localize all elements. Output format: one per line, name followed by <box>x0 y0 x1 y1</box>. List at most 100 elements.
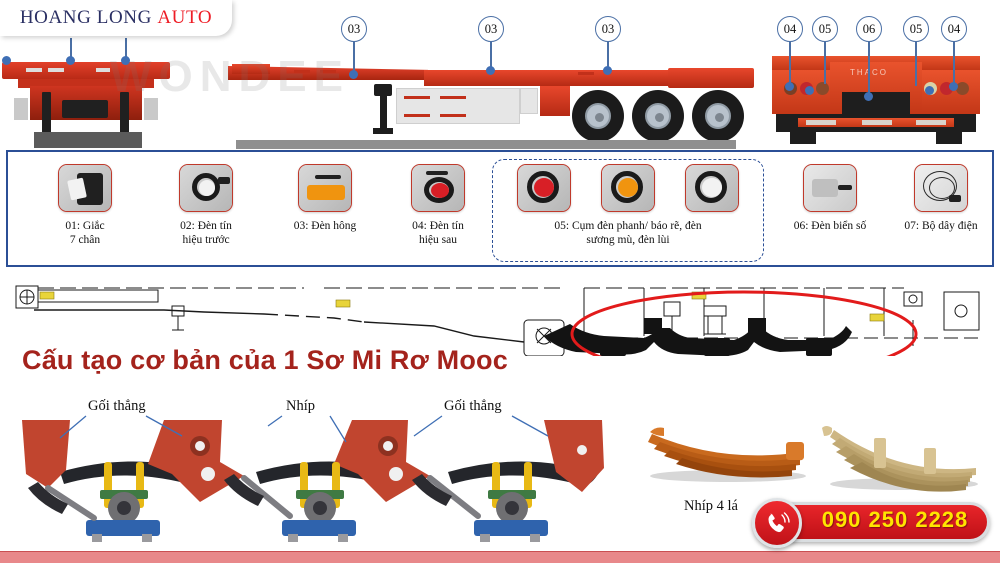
front-pad-right <box>144 98 158 120</box>
trailer-plug-icon <box>58 164 112 212</box>
cad-suspension-assembly <box>544 318 852 356</box>
side-panel-bar-1 <box>404 96 430 99</box>
legend-item-04: 04: Đèn tín hiệu sau <box>382 164 494 247</box>
side-rear-rail <box>668 68 754 88</box>
callout-leader-04-a <box>789 42 791 86</box>
legend-group-05-border <box>492 159 764 262</box>
legend-05-thumbs <box>502 164 754 212</box>
leaf-spring-renders <box>636 412 996 504</box>
callout-dot-03-b <box>486 66 495 75</box>
phone-handset-icon <box>752 498 802 548</box>
callout-leader-04-b <box>953 42 955 86</box>
rear-lamp-left-3 <box>816 82 829 95</box>
phone-pill-background <box>774 502 990 542</box>
side-wheel-3 <box>692 90 744 142</box>
rear-lamp-right-3 <box>956 82 969 95</box>
front-main-beam <box>2 62 170 79</box>
reverse-lamp-icon <box>685 164 739 212</box>
license-plate-lamp-icon <box>803 164 857 212</box>
legend-item-07: 07: Bộ dây điện <box>888 164 994 233</box>
side-kingpin-plate <box>232 64 270 74</box>
front-ground-shadow <box>34 132 142 148</box>
side-equipment-panel <box>396 88 520 124</box>
side-panel-bar-3 <box>404 114 430 117</box>
front-cross-beam <box>18 79 154 88</box>
callout-leader-05-a <box>824 42 826 84</box>
side-landing-foot <box>373 128 393 134</box>
callout-leader-05-b <box>915 42 917 86</box>
side-trailer-view <box>228 44 754 150</box>
callout-badge-06: 06 <box>856 16 882 42</box>
cad-marker-1 <box>335 299 351 308</box>
spring-four-leaf <box>648 427 804 478</box>
callout-dot-05-a <box>805 86 814 95</box>
rear-underride-gap <box>842 92 910 114</box>
front-axle-block <box>62 100 108 118</box>
logo-primary: HOANG LONG <box>19 7 152 28</box>
callout-dot-front-c <box>2 56 11 65</box>
bottom-leader-lines <box>59 415 549 443</box>
wiring-harness-icon <box>914 164 968 212</box>
side-hub-1 <box>585 103 611 129</box>
side-marker-lamp-icon <box>298 164 352 212</box>
side-hub-2 <box>645 103 671 129</box>
rear-mudflap-left <box>790 132 816 144</box>
side-hub-cap-1 <box>595 113 604 122</box>
callout-badge-03-a: 03 <box>341 16 367 42</box>
callout-leader-front-a <box>70 38 72 60</box>
label-goi-thang-right: Gối thẳng <box>444 398 502 414</box>
side-decal-3 <box>578 72 594 75</box>
page-title: Cấu tạo cơ bản của 1 Sơ Mi Rơ Mooc <box>22 345 508 375</box>
callout-badge-04-b: 04 <box>941 16 967 42</box>
callout-leader-03-a <box>353 42 355 76</box>
phone-contact-badge[interactable]: 090 250 2228 <box>752 498 992 548</box>
side-decal-1 <box>294 70 310 73</box>
bottom-accent-bar <box>0 551 1000 563</box>
front-leg-left <box>42 92 51 136</box>
legend-label-07: 07: Bộ dây điện <box>904 220 978 232</box>
fog-lamp-icon <box>601 164 655 212</box>
side-wheel-2 <box>632 90 684 142</box>
callout-leader-03-b <box>490 42 492 70</box>
phone-number-text: 090 250 2228 <box>821 507 969 532</box>
rear-plate-1 <box>806 120 836 125</box>
callout-badge-05-a: 05 <box>812 16 838 42</box>
label-nhip-4-la: Nhíp 4 lá <box>684 498 738 514</box>
suspension-highlight-ellipse <box>570 290 918 356</box>
front-decal-mid <box>48 68 64 72</box>
front-decal-right <box>96 68 110 72</box>
rear-plate-3 <box>916 120 946 125</box>
side-ground-shadow <box>236 140 736 149</box>
callout-dot-03-c <box>603 66 612 75</box>
callout-dot-04-a <box>785 82 794 91</box>
front-leg-right <box>120 92 129 136</box>
side-wheel-1 <box>572 90 624 142</box>
chassis-cad-drawing <box>15 285 984 356</box>
side-hub-3 <box>705 103 731 129</box>
front-pad-left <box>14 98 28 120</box>
front-signal-lamp-icon <box>179 164 233 212</box>
callout-dot-front-a <box>66 56 75 65</box>
front-trailer-view <box>0 48 172 148</box>
callout-dot-06 <box>864 92 873 101</box>
brake-lamp-icon <box>517 164 571 212</box>
legend-label-06: 06: Đèn biển số <box>793 220 867 232</box>
legend-label-01: 01: Giắc 7 chân <box>65 220 105 246</box>
callout-badge-04-a: 04 <box>777 16 803 42</box>
side-hub-cap-3 <box>715 113 724 122</box>
legend-label-05: 05: Cụm đèn phanh/ báo rẽ, đèn sương mù,… <box>554 220 702 246</box>
callout-dot-04-b <box>949 82 958 91</box>
callout-dot-05-b <box>925 86 934 95</box>
spring-multi-leaf <box>822 426 976 492</box>
side-toolbox <box>520 88 538 114</box>
side-panel-bar-4 <box>440 114 466 117</box>
front-decal-left <box>26 68 42 72</box>
callout-badge-05-b: 05 <box>903 16 929 42</box>
label-nhip: Nhíp <box>286 398 315 414</box>
legend-item-06: 06: Đèn biển số <box>774 164 886 233</box>
suspension-assembly-photo <box>8 416 618 546</box>
legend-item-02: 02: Đèn tín hiệu trước <box>148 164 264 247</box>
legend-item-03: 03: Đèn hông <box>266 164 384 233</box>
side-gooseneck <box>228 66 428 80</box>
